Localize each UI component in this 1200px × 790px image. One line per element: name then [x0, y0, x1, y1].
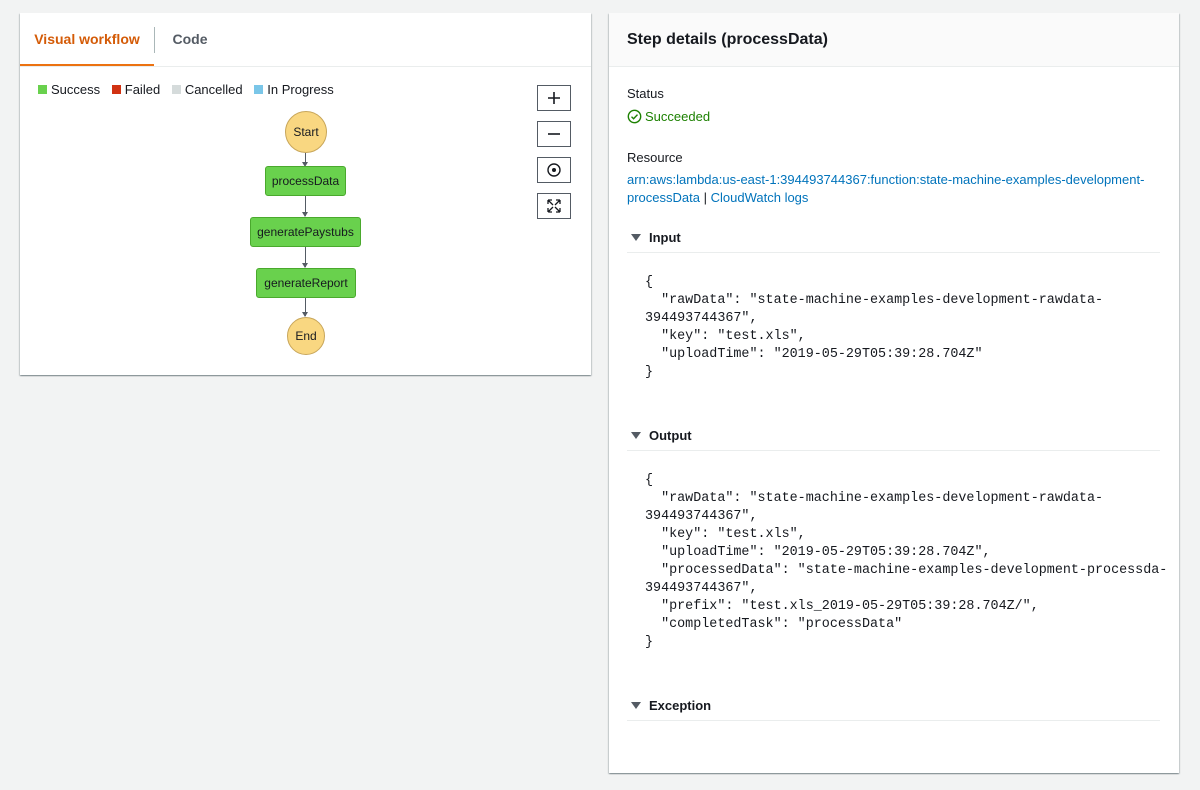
edge-arrow — [302, 263, 308, 268]
input-section-toggle[interactable]: Input — [627, 228, 1160, 253]
zoom-out-button[interactable] — [537, 121, 571, 147]
step-details-panel: Step details (processData) Status Succee… — [609, 13, 1179, 773]
step-node-generatepaystubs[interactable]: generatePaystubs — [250, 217, 361, 247]
visual-workflow-panel: Visual workflow Code Success Failed Canc… — [20, 13, 591, 375]
expand-icon — [547, 199, 561, 213]
start-node[interactable]: Start — [285, 111, 327, 153]
tab-code[interactable]: Code — [172, 31, 208, 47]
status-label: Status — [627, 86, 664, 101]
output-heading: Output — [649, 428, 692, 443]
edge-arrow — [302, 312, 308, 317]
status-value: Succeeded — [627, 109, 710, 124]
edge-arrow — [302, 212, 308, 217]
resource-links: arn:aws:lambda:us-east-1:394493744367:fu… — [627, 171, 1157, 207]
fit-to-screen-button[interactable] — [537, 193, 571, 219]
legend-success: Success — [38, 82, 100, 97]
edge — [305, 298, 306, 316]
legend-swatch — [254, 85, 264, 94]
legend-failed: Failed — [111, 82, 161, 97]
panel-header: Step details (processData) — [609, 13, 1179, 67]
legend-label: Success — [51, 82, 101, 97]
caret-down-icon — [631, 432, 641, 439]
legend-swatch — [171, 85, 181, 94]
tab-divider — [154, 27, 155, 53]
legend-swatch — [38, 85, 47, 94]
status-legend: Success Failed Cancelled In Progress — [38, 82, 342, 97]
legend-label: Failed — [124, 82, 161, 97]
edge-arrow — [302, 162, 308, 167]
legend-label: Cancelled — [184, 82, 243, 97]
input-heading: Input — [649, 230, 681, 245]
legend-label: In Progress — [267, 82, 334, 97]
output-json: { "rawData": "state-machine-examples-dev… — [645, 473, 1168, 650]
exception-section-toggle[interactable]: Exception — [627, 696, 1160, 721]
step-node-processdata[interactable]: processData — [265, 166, 346, 196]
plus-icon — [548, 92, 560, 104]
target-icon — [547, 163, 561, 177]
caret-down-icon — [631, 234, 641, 241]
tab-bar: Visual workflow Code — [20, 13, 591, 67]
legend-cancelled: Cancelled — [171, 82, 243, 97]
legend-swatch — [111, 85, 121, 94]
edge — [305, 196, 306, 216]
check-circle-icon — [627, 109, 642, 124]
end-node[interactable]: End — [287, 317, 325, 355]
resource-arn-link[interactable]: arn:aws:lambda:us-east-1:394493744367:fu… — [627, 172, 1145, 205]
caret-down-icon — [631, 702, 641, 709]
center-button[interactable] — [537, 157, 571, 183]
input-json: { "rawData": "state-machine-examples-dev… — [645, 275, 1104, 380]
resource-label: Resource — [627, 150, 683, 165]
cloudwatch-logs-link[interactable]: CloudWatch logs — [710, 190, 809, 205]
legend-in-progress: In Progress — [254, 82, 334, 97]
edge — [305, 153, 306, 165]
zoom-in-button[interactable] — [537, 85, 571, 111]
tab-visual-workflow[interactable]: Visual workflow — [20, 13, 154, 66]
status-text: Succeeded — [645, 109, 711, 124]
panel-title: Step details (processData) — [627, 31, 828, 48]
step-node-generatereport[interactable]: generateReport — [256, 268, 356, 298]
minus-icon — [548, 133, 560, 135]
link-separator: | — [703, 190, 707, 205]
edge — [305, 247, 306, 267]
exception-heading: Exception — [649, 698, 712, 713]
output-section-toggle[interactable]: Output — [627, 426, 1160, 451]
